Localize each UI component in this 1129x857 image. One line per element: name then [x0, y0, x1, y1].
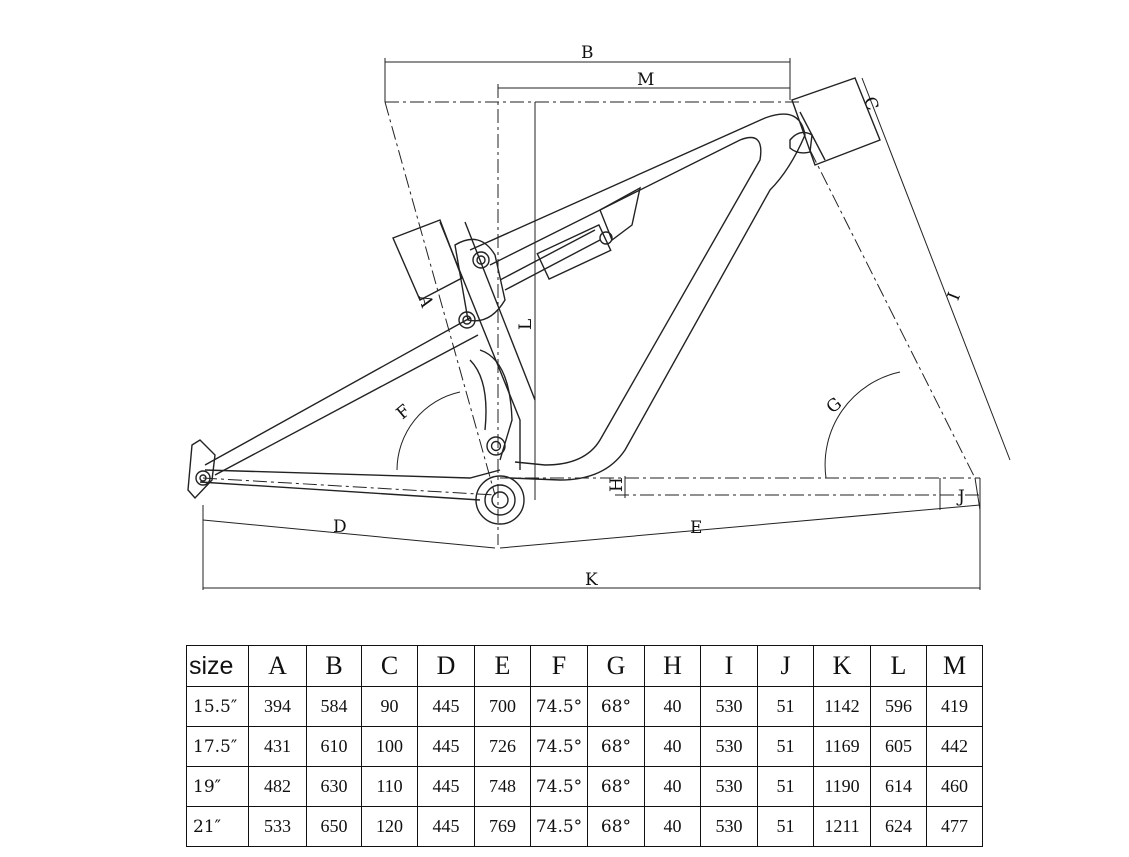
header-cell: A	[248, 645, 307, 687]
header-cell: C	[361, 645, 418, 687]
table-row: 21″ 533 650 120 445 769 74.5° 68° 40 530…	[186, 806, 983, 847]
size-cell: 19″	[186, 766, 249, 807]
size-cell: 21″	[186, 806, 249, 847]
table-row: 15.5″ 394 584 90 445 700 74.5° 68° 40 53…	[186, 686, 983, 727]
table-cell: 726	[474, 726, 531, 767]
table-cell: 40	[644, 726, 701, 767]
label-J: J	[956, 487, 965, 507]
table-cell: 40	[644, 686, 701, 727]
table-row: 19″ 482 630 110 445 748 74.5° 68° 40 530…	[186, 766, 983, 807]
table-cell: 445	[417, 686, 475, 727]
table-cell: 445	[417, 726, 475, 767]
header-cell: B	[306, 645, 362, 687]
table-cell: 460	[926, 766, 983, 807]
table-cell: 442	[926, 726, 983, 767]
size-cell: 15.5″	[186, 686, 249, 727]
label-E: E	[690, 518, 702, 538]
label-F: F	[393, 401, 415, 424]
table-cell: 482	[248, 766, 307, 807]
geometry-table: size A B C D E F G H I J K L M 15.5″ 394…	[186, 645, 983, 847]
table-cell: 700	[474, 686, 531, 727]
dimension-lines	[202, 58, 1011, 590]
table-cell: 74.5°	[530, 806, 588, 847]
header-cell: E	[474, 645, 531, 687]
table-cell: 630	[306, 766, 362, 807]
header-cell: F	[530, 645, 588, 687]
table-cell: 68°	[587, 726, 645, 767]
header-cell: I	[700, 645, 758, 687]
table-cell: 431	[248, 726, 307, 767]
table-cell: 650	[306, 806, 362, 847]
table-cell: 445	[417, 806, 475, 847]
table-cell: 748	[474, 766, 531, 807]
table-cell: 614	[870, 766, 927, 807]
table-cell: 584	[306, 686, 362, 727]
table-cell: 74.5°	[530, 766, 588, 807]
table-cell: 74.5°	[530, 726, 588, 767]
table-cell: 530	[700, 806, 758, 847]
table-cell: 68°	[587, 806, 645, 847]
table-header-row: size A B C D E F G H I J K L M	[186, 645, 983, 687]
table-cell: 74.5°	[530, 686, 588, 727]
table-cell: 120	[361, 806, 418, 847]
label-I: I	[944, 290, 965, 304]
dimension-labels: B M C A L I F G H J D E K	[333, 43, 965, 590]
table-cell: 51	[757, 806, 814, 847]
header-cell: D	[417, 645, 475, 687]
table-cell: 1211	[813, 806, 871, 847]
label-G: G	[823, 394, 846, 418]
label-D: D	[333, 517, 347, 537]
table-cell: 394	[248, 686, 307, 727]
table-cell: 1142	[813, 686, 871, 727]
header-cell: G	[587, 645, 645, 687]
table-cell: 68°	[587, 686, 645, 727]
table-cell: 110	[361, 766, 418, 807]
table-cell: 530	[700, 726, 758, 767]
header-cell: H	[644, 645, 701, 687]
table-cell: 533	[248, 806, 307, 847]
table-cell: 530	[700, 766, 758, 807]
header-cell: size	[186, 645, 249, 687]
table-cell: 51	[757, 726, 814, 767]
table-cell: 477	[926, 806, 983, 847]
label-M: M	[637, 70, 654, 90]
table-cell: 605	[870, 726, 927, 767]
label-C: C	[859, 94, 882, 113]
table-cell: 51	[757, 766, 814, 807]
label-B: B	[581, 43, 594, 63]
label-L: L	[516, 319, 536, 330]
table-cell: 40	[644, 766, 701, 807]
header-cell: M	[926, 645, 983, 687]
header-cell: L	[870, 645, 927, 687]
frame-geometry-drawing: B M C A L I F G H J D E K	[187, 43, 1011, 590]
label-A: A	[414, 292, 437, 311]
table-cell: 1190	[813, 766, 871, 807]
label-H: H	[607, 477, 627, 492]
table-row: 17.5″ 431 610 100 445 726 74.5° 68° 40 5…	[186, 726, 983, 767]
table-cell: 68°	[587, 766, 645, 807]
header-cell: J	[757, 645, 814, 687]
table-cell: 51	[757, 686, 814, 727]
table-cell: 100	[361, 726, 418, 767]
table-cell: 419	[926, 686, 983, 727]
label-K: K	[585, 570, 598, 590]
table-cell: 445	[417, 766, 475, 807]
table-cell: 90	[361, 686, 418, 727]
size-cell: 17.5″	[186, 726, 249, 767]
table-cell: 769	[474, 806, 531, 847]
table-cell: 596	[870, 686, 927, 727]
header-cell: K	[813, 645, 871, 687]
table-cell: 530	[700, 686, 758, 727]
table-cell: 624	[870, 806, 927, 847]
table-cell: 610	[306, 726, 362, 767]
table-cell: 1169	[813, 726, 871, 767]
frame-outline	[187, 77, 881, 525]
table-cell: 40	[644, 806, 701, 847]
